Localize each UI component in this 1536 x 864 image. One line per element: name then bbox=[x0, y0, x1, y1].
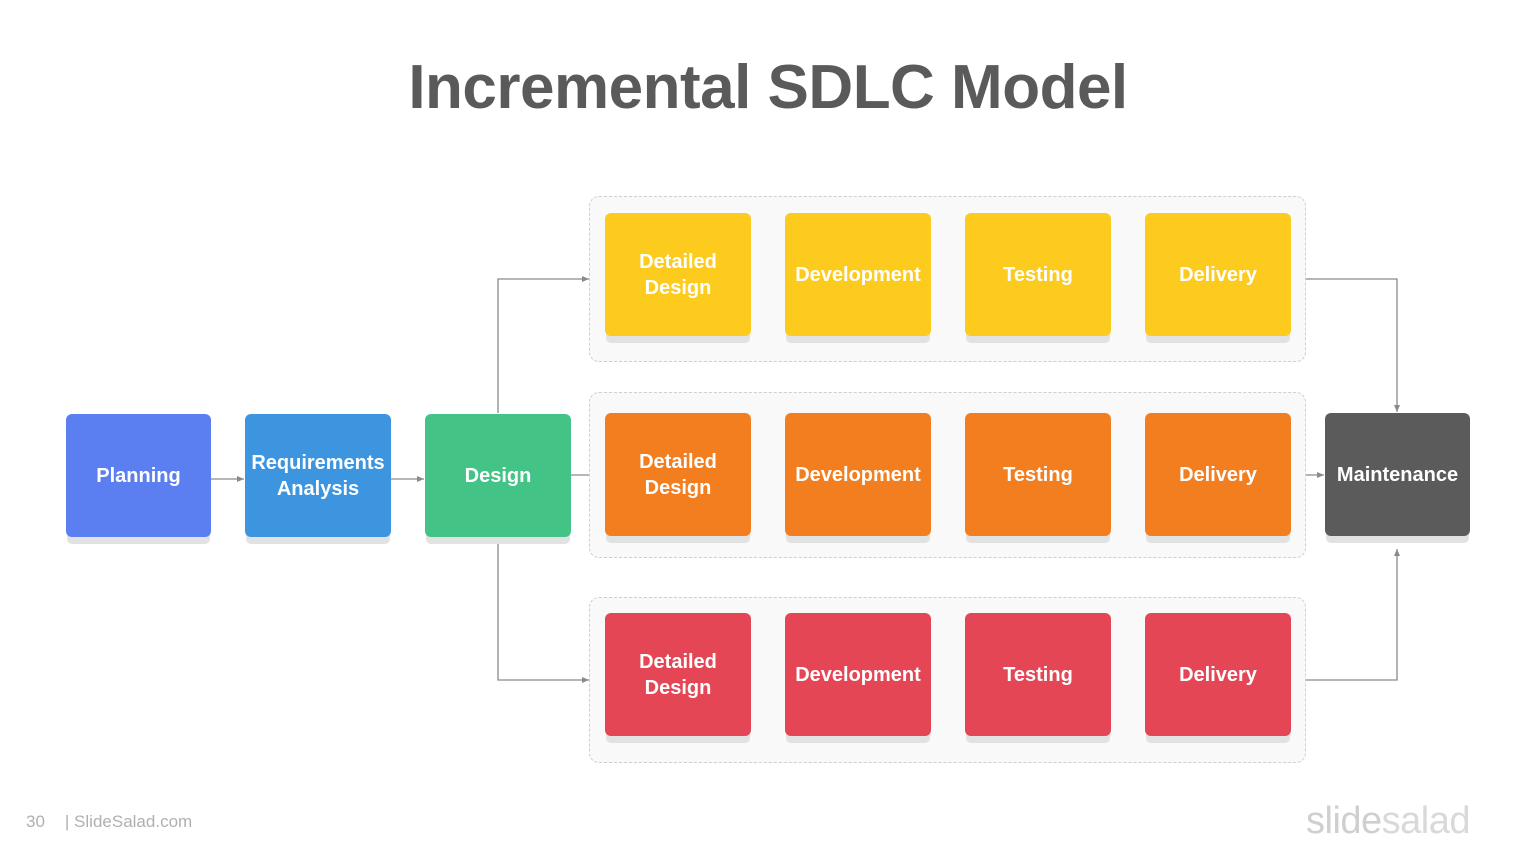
footer-site: | SlideSalad.com bbox=[64, 812, 193, 831]
maintenance-box[interactable]: Maintenance bbox=[1325, 413, 1470, 536]
planning-label: Planning bbox=[96, 464, 181, 487]
increment-3-delivery-box[interactable]: Delivery bbox=[1145, 613, 1291, 736]
arrow-increment-1-maintenance bbox=[1306, 278, 1400, 412]
increment-1-development-box[interactable]: Development bbox=[785, 213, 931, 336]
increment-1-delivery-box[interactable]: Delivery bbox=[1145, 213, 1291, 336]
footer: 30 | SlideSalad.com bbox=[26, 812, 192, 832]
increment-3-development-box[interactable]: Development bbox=[785, 613, 931, 736]
maintenance-label: Maintenance bbox=[1336, 463, 1459, 486]
brand-logo: slidesalad bbox=[1306, 800, 1471, 843]
requirements-analysis-label: Requirements Analysis bbox=[251, 451, 385, 500]
development-label: Development bbox=[795, 463, 921, 486]
testing-label: Testing bbox=[1003, 463, 1073, 486]
arrow-design-increment-1 bbox=[497, 276, 589, 413]
increment-1-testing-box[interactable]: Testing bbox=[965, 213, 1111, 336]
delivery-label: Delivery bbox=[1179, 663, 1257, 686]
development-label: Development bbox=[795, 663, 921, 686]
increment-1-detailed-design-box[interactable]: Detailed Design bbox=[605, 213, 751, 336]
increment-2-testing-box[interactable]: Testing bbox=[965, 413, 1111, 536]
requirements-analysis-box[interactable]: Requirements Analysis bbox=[245, 414, 391, 537]
development-label: Development bbox=[795, 263, 921, 286]
delivery-label: Delivery bbox=[1179, 463, 1257, 486]
delivery-label: Delivery bbox=[1179, 263, 1257, 286]
brand-logo-part1: slide bbox=[1306, 800, 1382, 842]
arrow-design-increment-3 bbox=[497, 537, 589, 683]
detailed-design-label: Detailed Design bbox=[639, 250, 717, 299]
design-box[interactable]: Design bbox=[425, 414, 571, 537]
arrow-increment-3-maintenance bbox=[1306, 549, 1400, 681]
detailed-design-label: Detailed Design bbox=[639, 450, 717, 499]
increment-3-testing-box[interactable]: Testing bbox=[965, 613, 1111, 736]
detailed-design-label: Detailed Design bbox=[639, 650, 717, 699]
testing-label: Testing bbox=[1003, 663, 1073, 686]
design-label: Design bbox=[464, 464, 532, 487]
testing-label: Testing bbox=[1003, 263, 1073, 286]
page-title: Incremental SDLC Model bbox=[408, 53, 1128, 122]
increment-2-detailed-design-box[interactable]: Detailed Design bbox=[605, 413, 751, 536]
increment-2-delivery-box[interactable]: Delivery bbox=[1145, 413, 1291, 536]
increment-3-detailed-design-box[interactable]: Detailed Design bbox=[605, 613, 751, 736]
brand-logo-part2: salad bbox=[1381, 800, 1471, 842]
increment-2-development-box[interactable]: Development bbox=[785, 413, 931, 536]
planning-box[interactable]: Planning bbox=[66, 414, 211, 537]
page-number: 30 bbox=[26, 812, 45, 831]
